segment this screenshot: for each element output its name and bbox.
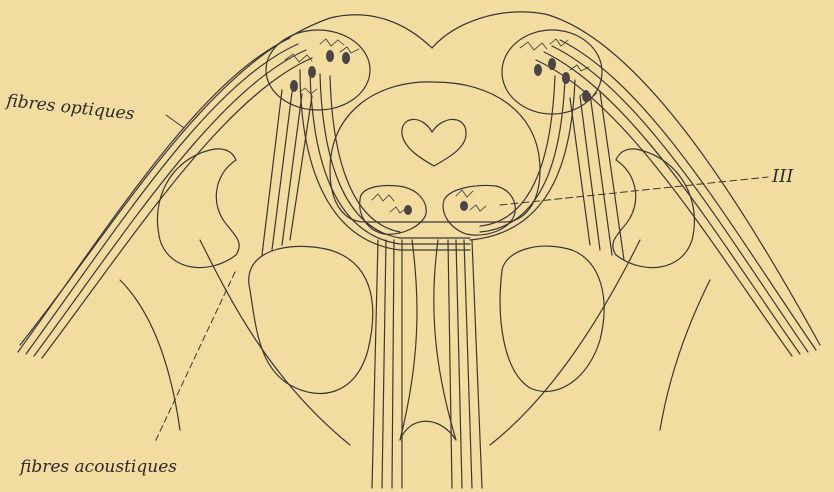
label-nucleus-III: III <box>771 166 794 187</box>
midline-notch <box>400 421 456 440</box>
cell-body <box>308 66 316 78</box>
optic-fibre-bundle-right <box>536 40 816 356</box>
lateral-curve-left-outer <box>200 240 350 445</box>
optic-fibre-bundle-left <box>18 38 312 358</box>
periaqueductal-region <box>330 82 540 222</box>
cell-body <box>460 201 468 211</box>
cell-body <box>562 72 570 84</box>
cell-body <box>548 58 556 70</box>
ventral-fibre-bundle <box>372 240 482 488</box>
lateral-curve-right <box>660 280 710 430</box>
arborization-right <box>520 39 597 98</box>
cell-body <box>404 205 412 215</box>
cell-body <box>534 64 542 76</box>
descending-fibres-left <box>262 90 312 255</box>
cell-body <box>290 80 298 92</box>
lateral-curve-right-outer <box>490 240 640 445</box>
label-fibres-acoustiques: fibres acoustiques <box>18 457 177 477</box>
cell-body <box>582 90 590 102</box>
cell-body <box>342 52 350 64</box>
arborization-nucleus <box>372 190 486 213</box>
ventral-oval-right <box>500 246 604 391</box>
leader-optic <box>166 115 184 128</box>
crescent-right <box>613 149 695 268</box>
label-fibres-optiques: fibres optiques <box>3 91 135 125</box>
leader-acoustic <box>155 272 235 442</box>
commissural-fibres <box>300 70 575 250</box>
cell-body <box>326 50 334 62</box>
aqueduct-heart <box>402 119 466 166</box>
ventral-oval-left <box>249 246 373 393</box>
descending-fibres-right <box>570 92 624 260</box>
crescent-left <box>157 149 239 268</box>
